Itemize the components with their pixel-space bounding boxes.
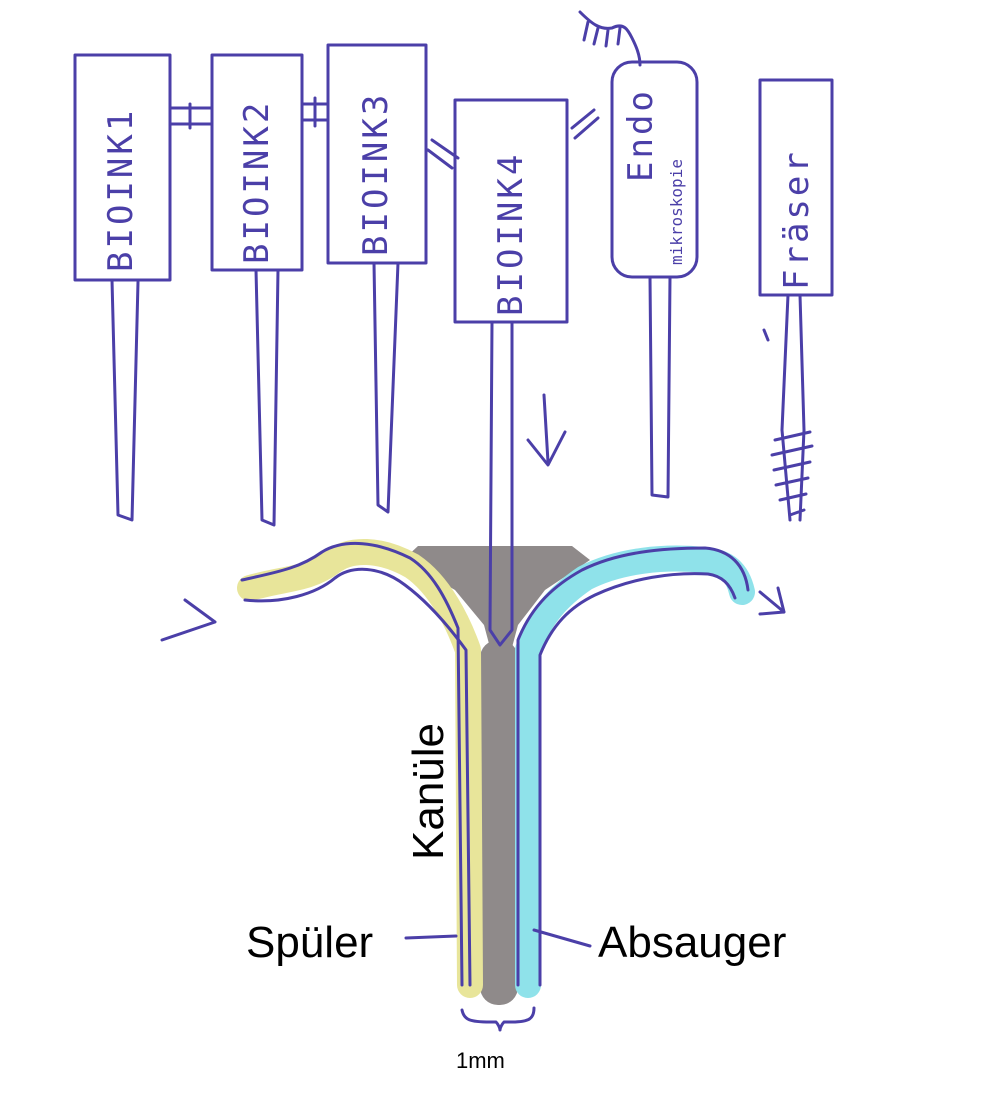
module-endo-label-line1: Endo bbox=[621, 88, 661, 182]
module-bioink2-label: BIOINK2 bbox=[237, 100, 277, 264]
module-bioink4: BIOINK4 bbox=[453, 98, 569, 647]
connector-4-5 bbox=[570, 108, 600, 140]
module-fraeser-label: Fräser bbox=[777, 149, 817, 290]
cannula-funnel bbox=[403, 546, 590, 655]
flush-label-leader bbox=[404, 934, 458, 940]
mill-bit-thread bbox=[770, 428, 814, 522]
cannula-shaft bbox=[480, 640, 518, 1005]
flush-outline-top bbox=[240, 541, 464, 987]
suction-outline-bottom bbox=[538, 572, 737, 987]
module-endo: Endo mikroskopie bbox=[578, 10, 699, 499]
module-bioink3: BIOINK3 bbox=[326, 43, 428, 514]
downward-arrow bbox=[526, 393, 567, 467]
module-bioink2: BIOINK2 bbox=[210, 53, 304, 527]
outflow-arrow bbox=[758, 586, 786, 616]
cannula bbox=[403, 546, 590, 1005]
flush-tube bbox=[237, 539, 483, 998]
module-endo-label-line2: mikroskopie bbox=[667, 159, 686, 265]
module-bioink1: BIOINK1 bbox=[73, 53, 172, 522]
suction-outline-top bbox=[516, 546, 750, 987]
suction-label: Absauger bbox=[598, 918, 786, 967]
module-bioink3-label: BIOINK3 bbox=[356, 92, 396, 256]
module-bioink1-label: BIOINK1 bbox=[101, 108, 141, 272]
diameter-brace bbox=[460, 1006, 536, 1032]
connector-2-3 bbox=[300, 96, 330, 128]
module-fraeser: Fräser bbox=[758, 78, 834, 522]
inflow-arrow bbox=[160, 598, 217, 642]
suction-tube bbox=[515, 545, 755, 998]
cannula-label: Kanüle bbox=[404, 723, 453, 860]
suction-highlight bbox=[515, 545, 755, 998]
diameter-label: 1mm bbox=[456, 1048, 505, 1073]
endo-cable bbox=[578, 10, 642, 67]
flush-outline-bottom bbox=[243, 567, 472, 987]
connector-1-2 bbox=[168, 102, 214, 130]
module-bioink4-label: BIOINK4 bbox=[491, 152, 531, 316]
suction-label-leader bbox=[532, 928, 592, 948]
flush-label: Spüler bbox=[246, 918, 373, 967]
